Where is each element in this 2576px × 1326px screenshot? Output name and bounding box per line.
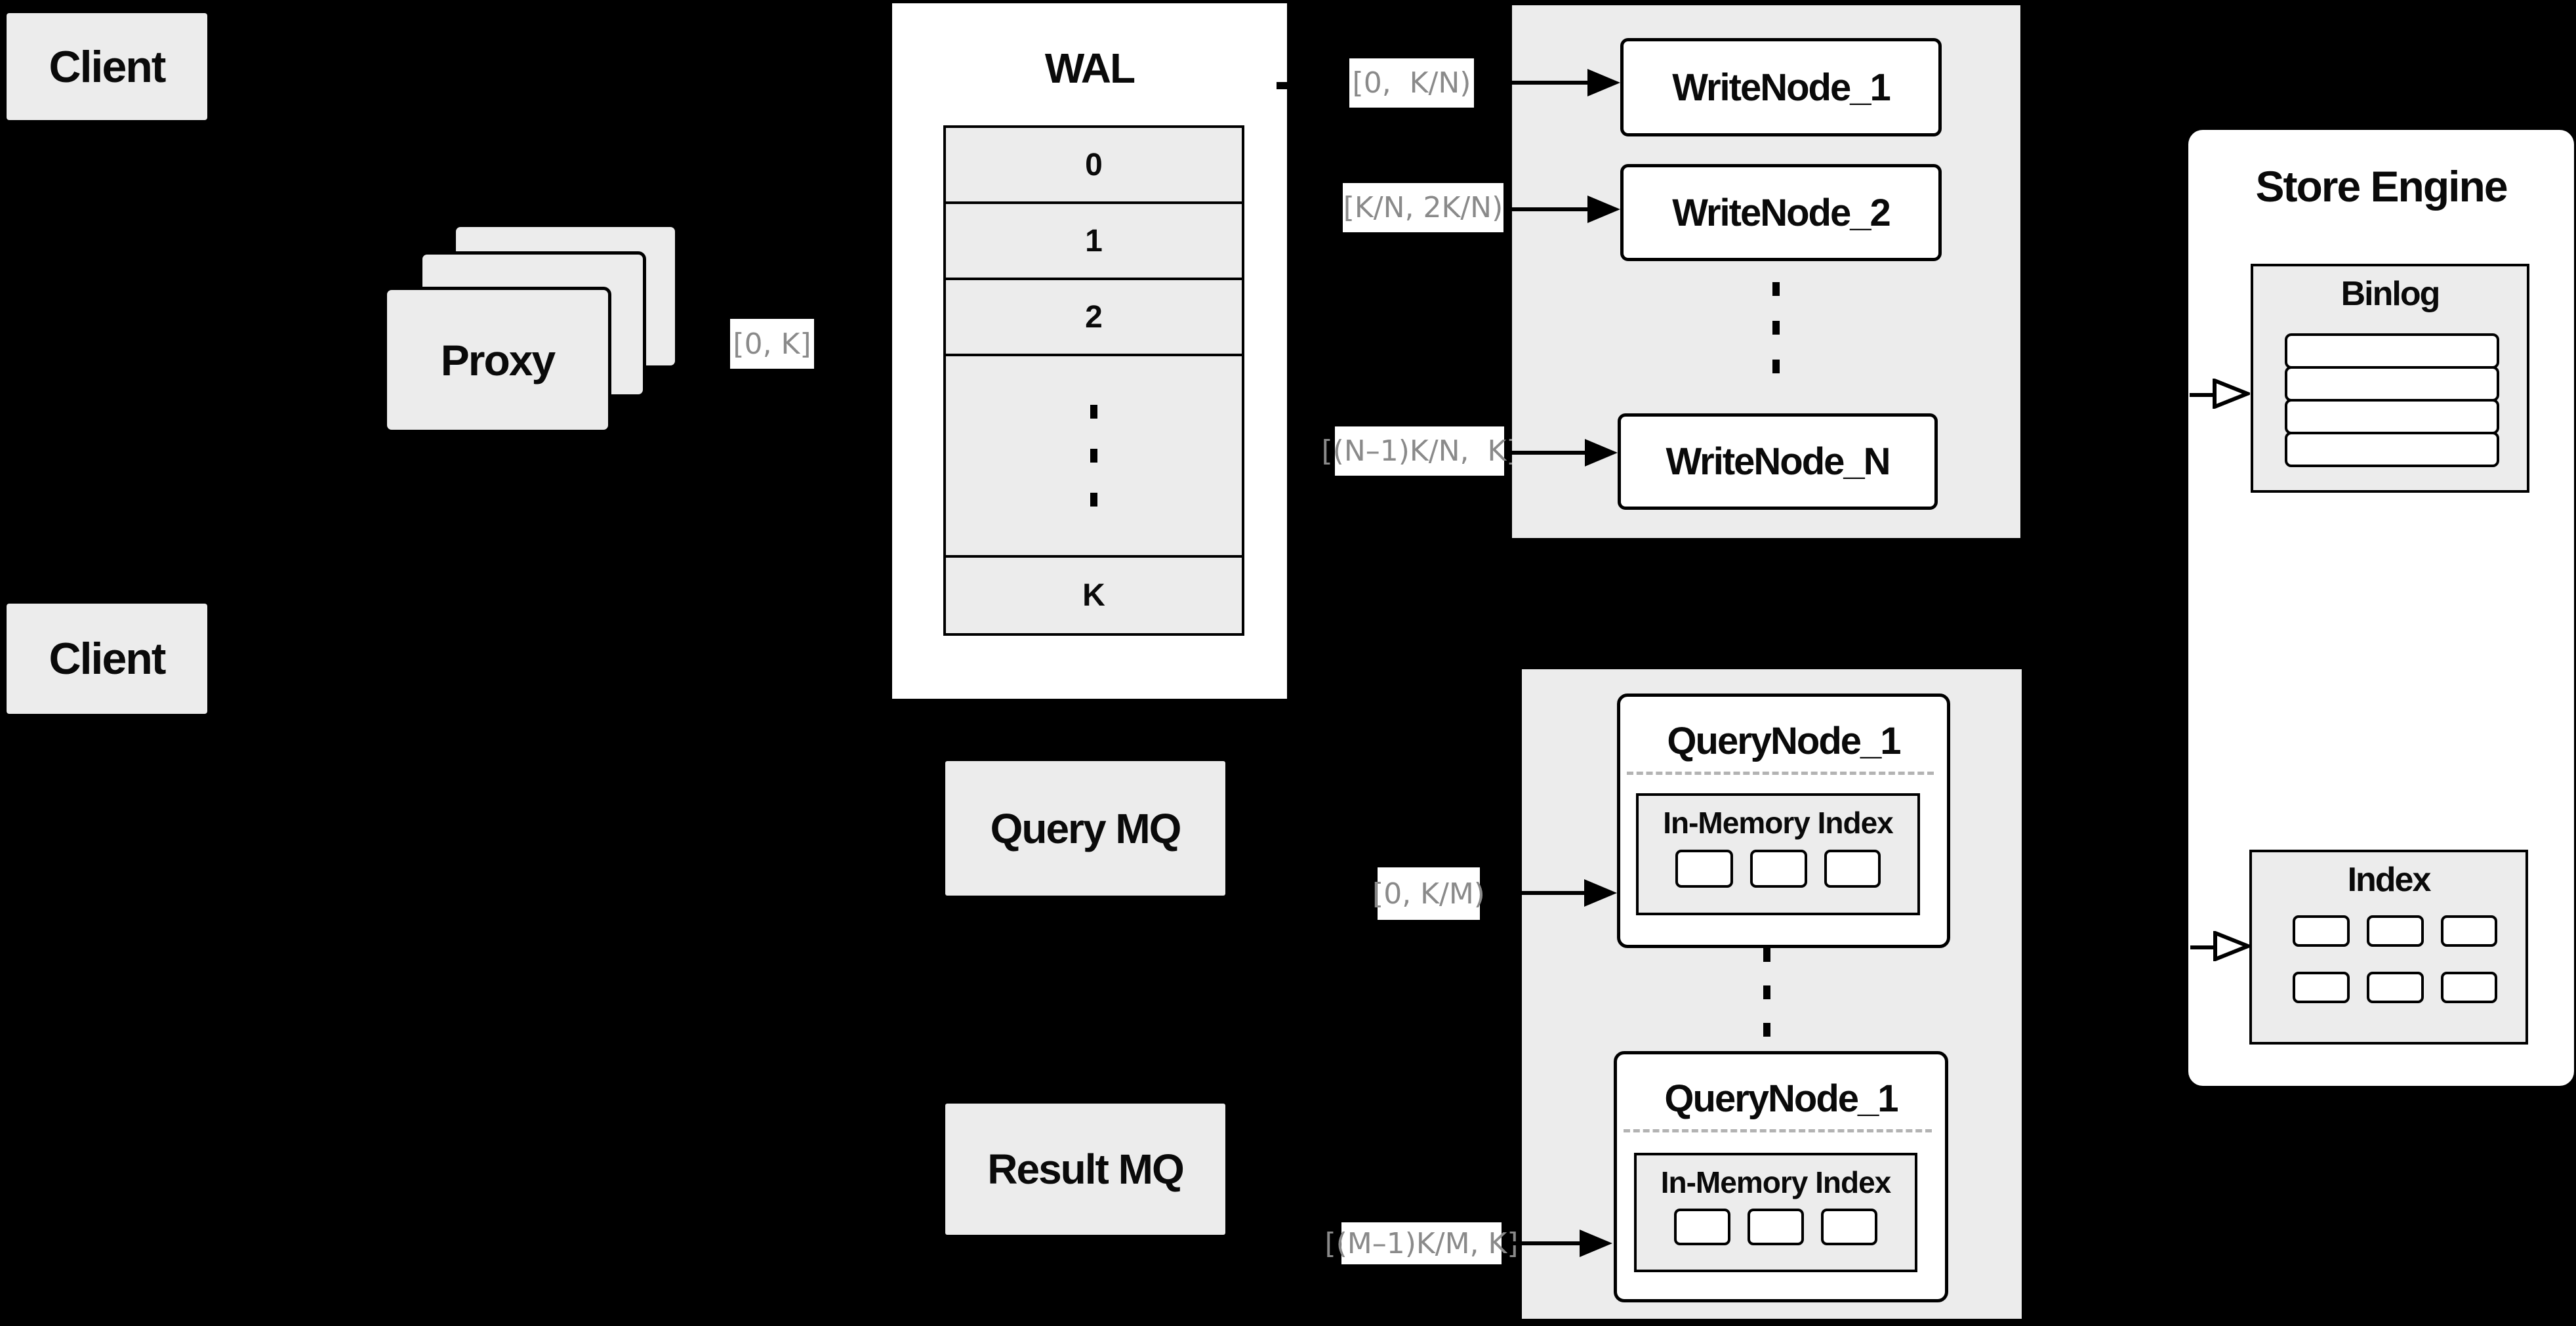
arrow-line-index	[2190, 945, 2219, 949]
client-top-label: Client	[49, 41, 167, 92]
range-label-writenode-2: [K/N, 2K/N)	[1343, 183, 1503, 232]
query-mq-label: Query MQ	[990, 804, 1182, 852]
index-segment-cell	[2441, 915, 2497, 947]
wal-row-0: 0	[946, 128, 1242, 201]
in-memory-index-1-cells	[1639, 850, 1917, 888]
index-segment-cell	[1824, 850, 1881, 888]
index-segment-cell	[1675, 850, 1733, 888]
arrow-head-writenode-n	[1585, 439, 1618, 466]
client-box-top: Client	[7, 13, 207, 120]
arrow-line-writenode-2	[1509, 207, 1590, 211]
wal-row-ellipsis	[946, 354, 1242, 555]
result-mq-label: Result MQ	[987, 1146, 1184, 1193]
writenode-2-box: WriteNode_2	[1620, 164, 1942, 261]
range-label-querynode-m: [(M–1)K/M, K]	[1324, 1222, 1519, 1264]
arrow-line-writenode-1	[1479, 81, 1591, 85]
wal-table: 0 1 2 K	[943, 125, 1244, 636]
vertical-ellipsis-wal	[1090, 405, 1097, 507]
index-segment-cell	[2367, 915, 2424, 947]
arrow-head-querynode-2	[1580, 1230, 1612, 1257]
in-memory-index-2-box: In-Memory Index	[1634, 1153, 1917, 1272]
writenode-2-label: WriteNode_2	[1672, 191, 1891, 234]
index-segment-cell	[2367, 972, 2424, 1003]
vertical-ellipsis-querynodes	[1763, 948, 1770, 1037]
arrow-head-querynode-1	[1584, 879, 1617, 907]
wal-box: WAL 0 1 2 K	[892, 3, 1287, 699]
arrow-head-writenode-1	[1587, 69, 1620, 96]
result-mq-box: Result MQ	[945, 1104, 1225, 1235]
binlog-row	[2285, 432, 2499, 467]
querynode-2-title: QueryNode_1	[1664, 1077, 1898, 1120]
index-segment-cell	[2293, 915, 2350, 947]
client-bottom-label: Client	[49, 634, 167, 684]
index-segment-cell	[1674, 1209, 1730, 1245]
binlog-row	[2285, 399, 2499, 434]
index-box: Index	[2249, 850, 2528, 1045]
wal-arrow-stub	[1277, 82, 1287, 89]
index-segment-cell	[2293, 972, 2350, 1003]
client-box-bottom: Client	[7, 604, 207, 714]
binlog-box: Binlog	[2251, 264, 2529, 493]
in-memory-index-2-cells	[1637, 1209, 1915, 1245]
arrow-head-index	[2213, 931, 2251, 961]
index-segment-cell	[1748, 1209, 1804, 1245]
querynode-2-separator	[1624, 1129, 1932, 1132]
range-label-writenode-1: [0, K/N)	[1349, 58, 1474, 108]
querynode-1-title: QueryNode_1	[1667, 720, 1901, 762]
index-segment-cell	[1750, 850, 1807, 888]
index-cells	[2293, 915, 2497, 1003]
wal-row-k: K	[946, 555, 1242, 633]
query-mq-box: Query MQ	[945, 761, 1225, 896]
in-memory-index-1-box: In-Memory Index	[1636, 793, 1920, 915]
index-segment-cell	[2441, 972, 2497, 1003]
wal-title: WAL	[1044, 45, 1135, 92]
arrow-line-binlog	[2190, 393, 2218, 397]
range-label-writenode-n: [(N–1)K/N, K]	[1322, 426, 1518, 476]
proxy-card-front: Proxy	[384, 287, 611, 433]
range-label-proxy-out: [0, K]	[730, 319, 814, 369]
in-memory-index-2-title: In-Memory Index	[1660, 1165, 1892, 1199]
querynode-1-separator	[1627, 772, 1934, 775]
arrow-head-writenode-2	[1587, 196, 1620, 223]
querynode-2-box: QueryNode_1 In-Memory Index	[1614, 1051, 1948, 1302]
binlog-row	[2285, 333, 2499, 369]
vertical-ellipsis-writenodes	[1772, 282, 1780, 373]
wal-row-1: 1	[946, 201, 1242, 278]
store-engine-box: Store Engine Binlog Index	[2188, 130, 2574, 1086]
binlog-row	[2285, 366, 2499, 402]
wal-row-2: 2	[946, 278, 1242, 354]
writenode-1-box: WriteNode_1	[1620, 38, 1942, 136]
index-title: Index	[2347, 861, 2432, 899]
arrow-line-querynode-1	[1482, 891, 1587, 895]
proxy-label: Proxy	[440, 335, 556, 384]
writenode-n-label: WriteNode_N	[1666, 440, 1891, 483]
store-engine-title: Store Engine	[2255, 162, 2508, 211]
writenode-1-label: WriteNode_1	[1672, 66, 1891, 109]
in-memory-index-1-title: In-Memory Index	[1663, 806, 1894, 840]
arrow-line-writenode-n	[1505, 451, 1587, 455]
range-label-querynode-1: [0, K/M)	[1372, 867, 1485, 920]
arrow-head-binlog	[2213, 379, 2250, 409]
binlog-title: Binlog	[2341, 275, 2441, 313]
writenode-n-box: WriteNode_N	[1618, 413, 1938, 510]
index-segment-cell	[1821, 1209, 1877, 1245]
arrow-line-querynode-2	[1504, 1241, 1583, 1245]
binlog-rows	[2285, 333, 2499, 467]
querynode-1-box: QueryNode_1 In-Memory Index	[1617, 694, 1950, 948]
